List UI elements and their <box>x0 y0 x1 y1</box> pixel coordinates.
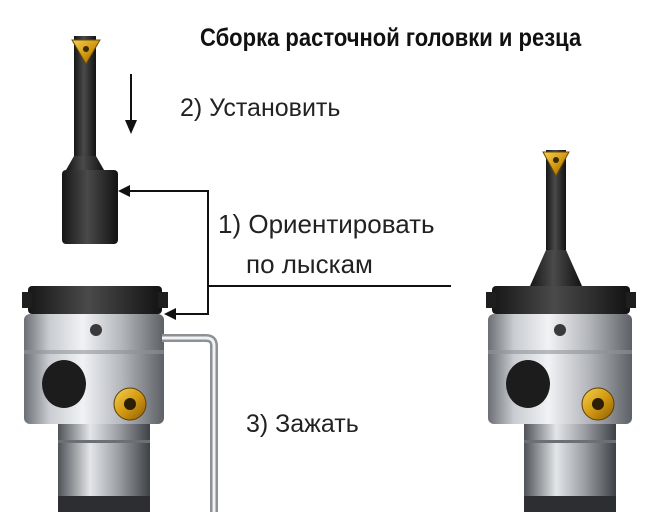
bar-taper <box>66 156 104 170</box>
bar-shank-flat <box>62 170 118 244</box>
head-collar <box>492 286 630 314</box>
bar-taper <box>530 250 582 286</box>
radial-bore <box>506 360 550 408</box>
insert-screw <box>83 46 89 52</box>
bar-stem <box>74 36 96 156</box>
radial-bore <box>42 360 86 408</box>
step-install-label: 2) Установить <box>180 94 341 122</box>
arrow-left-icon <box>164 308 176 320</box>
diagram-title: Сборка расточной головки и резца <box>200 24 582 52</box>
oil-hole <box>90 324 102 336</box>
bar-stem <box>546 150 566 250</box>
oil-hole <box>554 324 566 336</box>
boring-head-left <box>22 286 168 512</box>
boring-bar-left <box>62 36 118 244</box>
hex-key-icon <box>162 334 218 512</box>
step-orient-label-line2: по лыскам <box>246 249 373 279</box>
arrow-down-icon <box>125 74 137 134</box>
triangular-insert-icon <box>542 151 570 178</box>
boring-head-assembled <box>486 150 636 512</box>
step-clamp-label: 3) Зажать <box>246 410 359 438</box>
orient-connector <box>118 185 451 320</box>
step-orient-label: 1) Ориентировать <box>218 209 435 239</box>
head-collar <box>28 286 162 314</box>
arrow-left-icon <box>118 185 130 197</box>
